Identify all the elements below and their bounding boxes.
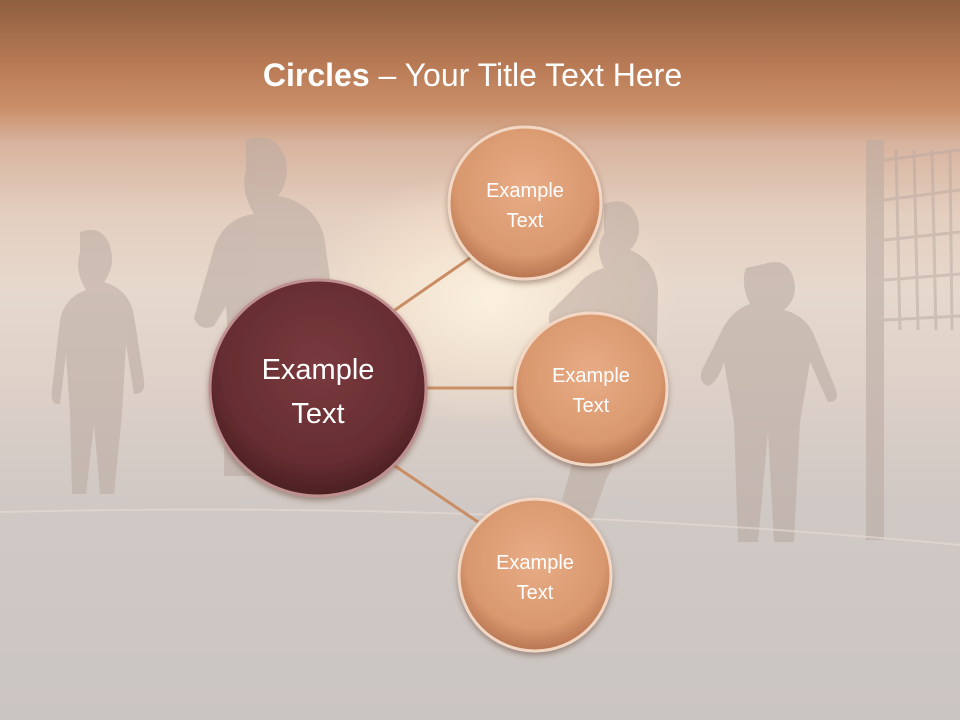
satellite-circle-middle[interactable]: Example Text <box>513 311 669 467</box>
satellite-bottom-label-line2: Text <box>517 582 554 604</box>
connector-line-bottom <box>391 462 479 524</box>
satellite-bottom-label-line1: Example <box>496 552 574 574</box>
center-circle-label-line2: Text <box>291 398 344 430</box>
goal-post <box>866 140 884 540</box>
connectors <box>391 256 516 524</box>
player-silhouette-right <box>700 262 837 542</box>
title-separator: – <box>369 57 405 93</box>
satellite-middle-label-line2: Text <box>573 395 610 417</box>
field-line <box>0 508 960 546</box>
goal-net <box>883 148 960 331</box>
slide-title: Circles – Your Title Text Here <box>0 54 945 96</box>
center-circle[interactable]: Example Text <box>208 278 428 498</box>
connector-line-top <box>391 256 471 314</box>
satellite-top-label-line2: Text <box>507 210 544 232</box>
title-text: Your Title Text Here <box>404 57 683 93</box>
satellite-middle-label-line1: Example <box>552 365 630 387</box>
title-bold: Circles <box>262 57 370 93</box>
satellite-circle-top[interactable]: Example Text <box>447 125 603 281</box>
center-circle-label-line1: Example <box>262 354 375 386</box>
player-silhouette-left <box>51 229 145 494</box>
satellite-top-label-line1: Example <box>486 180 564 202</box>
satellite-circle-bottom[interactable]: Example Text <box>457 497 613 653</box>
